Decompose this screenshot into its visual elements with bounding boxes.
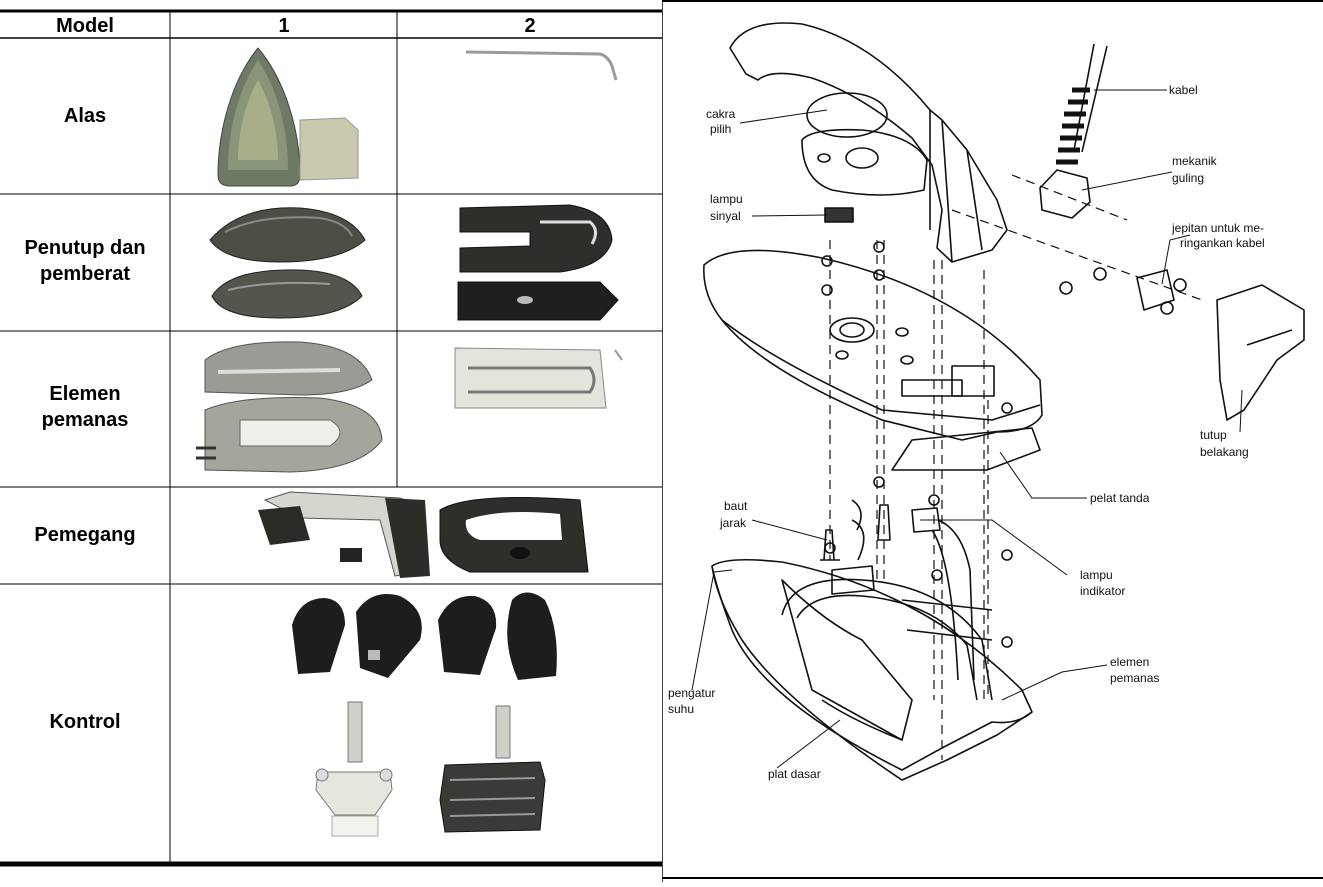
label-lampu-sinyal-line1: lampu (710, 192, 743, 206)
comparison-table-svg: Model 1 2 Alas Penutup dan pemberat Elem… (0, 9, 662, 868)
iron-exploded-diagram: cakra pilih kabel mekanik guling lampu s… (661, 0, 1323, 882)
row-label-alas: Alas (64, 105, 106, 127)
assembly-guide-lines (829, 174, 1203, 760)
swivel-mechanism-part (1039, 169, 1091, 219)
leader-lines (691, 89, 1243, 769)
handle-image-1 (258, 491, 430, 578)
label-kabel: kabel (1169, 83, 1198, 97)
label-pengatur-line2: suhu (668, 702, 694, 716)
label-pelat-tanda: pelat tanda (1090, 491, 1150, 505)
cable-clamp-part (1136, 269, 1175, 311)
label-pengatur-line1: pengatur (668, 686, 715, 700)
iron-exploded-diagram-svg: cakra pilih kabel mekanik guling lampu s… (661, 0, 1323, 882)
label-cakra-line2: pilih (710, 122, 731, 136)
label-elemen-line2: pemanas (1110, 671, 1159, 685)
label-mekanik-line1: mekanik (1172, 154, 1218, 168)
sole-plate-part (711, 558, 1033, 771)
label-lampu-indikator-line1: lampu (1080, 568, 1113, 582)
heating-element-image-1 (196, 341, 383, 473)
row-label-elemen-line1: Elemen (49, 383, 120, 405)
rear-cover-part (1216, 284, 1305, 421)
handle-part (729, 22, 1008, 263)
row-label-elemen-line2: pemanas (42, 409, 129, 431)
cable-part (1073, 43, 1108, 153)
soleplate-image-1 (217, 47, 359, 187)
label-tutup-line1: tutup (1200, 428, 1227, 442)
label-tutup-line2: belakang (1200, 445, 1249, 459)
label-elemen-line1: elemen (1110, 655, 1149, 669)
header-model: Model (56, 15, 114, 37)
thermostat-image-2 (439, 705, 546, 833)
label-plat-dasar: plat dasar (768, 767, 821, 781)
header-col-1: 1 (278, 15, 289, 37)
indicator-lamp-part (911, 507, 941, 533)
header-col-2: 2 (524, 15, 535, 37)
heating-element-image-2 (454, 347, 623, 409)
row-label-penutup-line2: pemberat (40, 263, 130, 285)
thermostat-image-1 (315, 701, 393, 837)
label-jepitan-line2: ringankan kabel (1180, 236, 1265, 250)
label-cakra-line1: cakra (706, 107, 736, 121)
label-jepitan-line1: jepitan untuk me- (1171, 221, 1264, 235)
label-lampu-sinyal-line2: sinyal (710, 209, 741, 223)
handle-image-2 (439, 497, 589, 573)
soleplate-image-2 (465, 50, 618, 81)
name-plate-part (891, 427, 1041, 471)
selector-dial-part (806, 92, 888, 138)
diagram-background (662, 0, 1323, 882)
label-lampu-indikator-line2: indikator (1080, 584, 1125, 598)
label-baut-line2: jarak (719, 516, 747, 530)
signal-lamp-part (824, 207, 854, 223)
label-mekanik-line2: guling (1172, 171, 1204, 185)
row-label-pemegang: Pemegang (34, 524, 135, 546)
row-label-penutup-line1: Penutup dan (24, 237, 145, 259)
row-label-kontrol: Kontrol (49, 711, 120, 733)
label-baut-line1: baut (724, 499, 748, 513)
comparison-table: Model 1 2 Alas Penutup dan pemberat Elem… (0, 0, 662, 882)
control-knobs-image (292, 592, 557, 680)
cover-weight-image-2 (457, 204, 619, 321)
cover-weight-image-1 (209, 207, 366, 319)
cover-shell-part (703, 249, 1043, 441)
